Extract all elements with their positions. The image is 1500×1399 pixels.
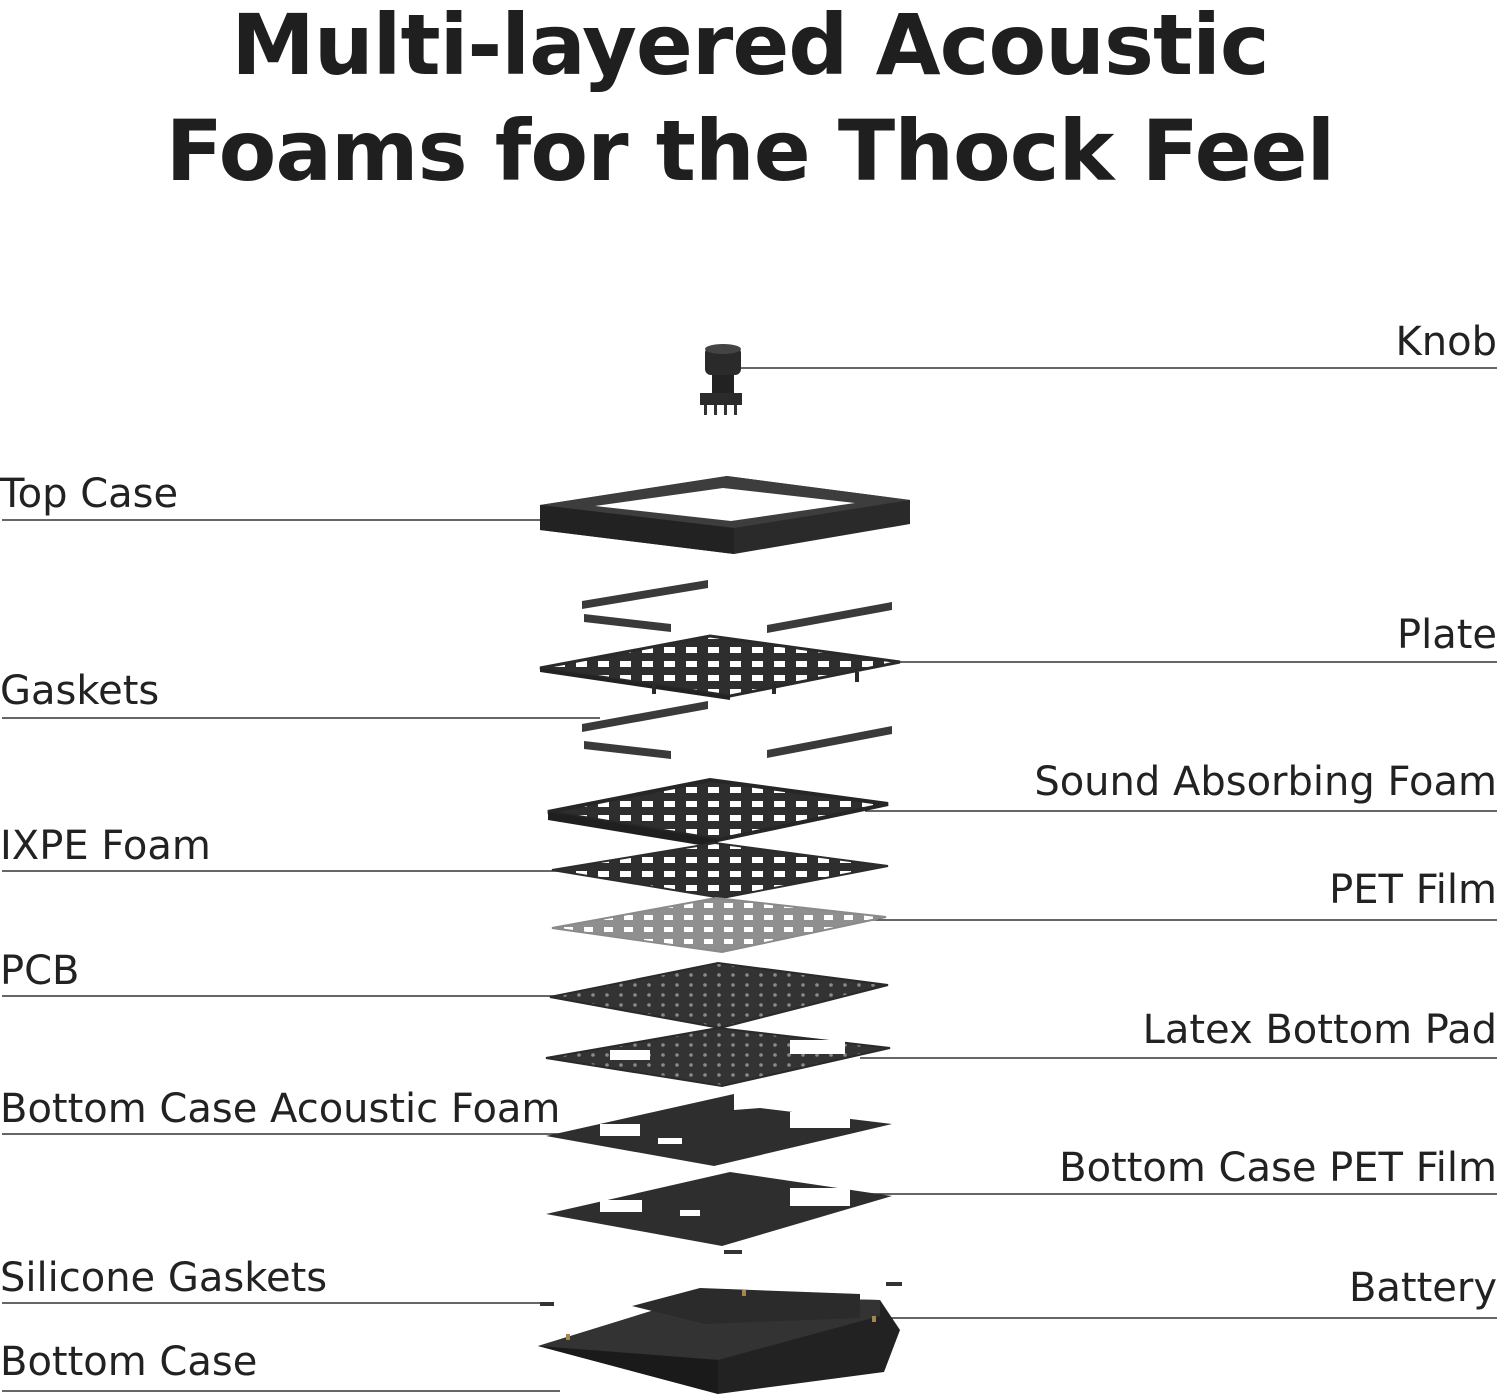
label-sound-absorbing-foam: Sound Absorbing Foam (1034, 759, 1497, 805)
label-bottom-case-acoustic-foam: Bottom Case Acoustic Foam (0, 1086, 561, 1132)
label-pet-film: PET Film (1329, 867, 1497, 913)
pcb-part (549, 961, 889, 1030)
label-battery: Battery (1348, 1265, 1497, 1311)
bc-foam-part (546, 1094, 892, 1166)
title-line-2: Foams for the Thock Feel (165, 102, 1336, 200)
leader-lines (2, 367, 1497, 1392)
battery-part (566, 1288, 876, 1340)
label-latex-bottom-pad: Latex Bottom Pad (1142, 1007, 1497, 1053)
label-bottom-case: Bottom Case (0, 1339, 258, 1385)
label-ixpe-foam: IXPE Foam (0, 823, 211, 869)
gaskets-lower (582, 701, 892, 759)
ixpe-foam-part (551, 841, 889, 900)
label-bottom-case-pet-film: Bottom Case PET Film (1059, 1145, 1497, 1191)
knob-part (700, 344, 742, 415)
page-title: Multi-layered Acoustic Foams for the Tho… (0, 0, 1500, 204)
sound-foam-part (547, 777, 889, 848)
pet-film-part (551, 896, 887, 954)
latex-pad-part (545, 1026, 891, 1088)
title-line-1: Multi-layered Acoustic (231, 0, 1269, 94)
label-gaskets: Gaskets (0, 668, 160, 714)
label-silicone-gaskets: Silicone Gaskets (0, 1255, 328, 1301)
label-pcb: PCB (0, 948, 80, 994)
gaskets-upper (582, 580, 892, 633)
bc-pet-film-part (546, 1172, 892, 1254)
label-knob: Knob (1395, 319, 1497, 365)
plate-part (539, 634, 901, 700)
top-case-part (540, 476, 910, 554)
silicone-gaskets-part (540, 1282, 902, 1306)
label-plate: Plate (1396, 612, 1497, 658)
label-top-case: Top Case (0, 471, 179, 517)
